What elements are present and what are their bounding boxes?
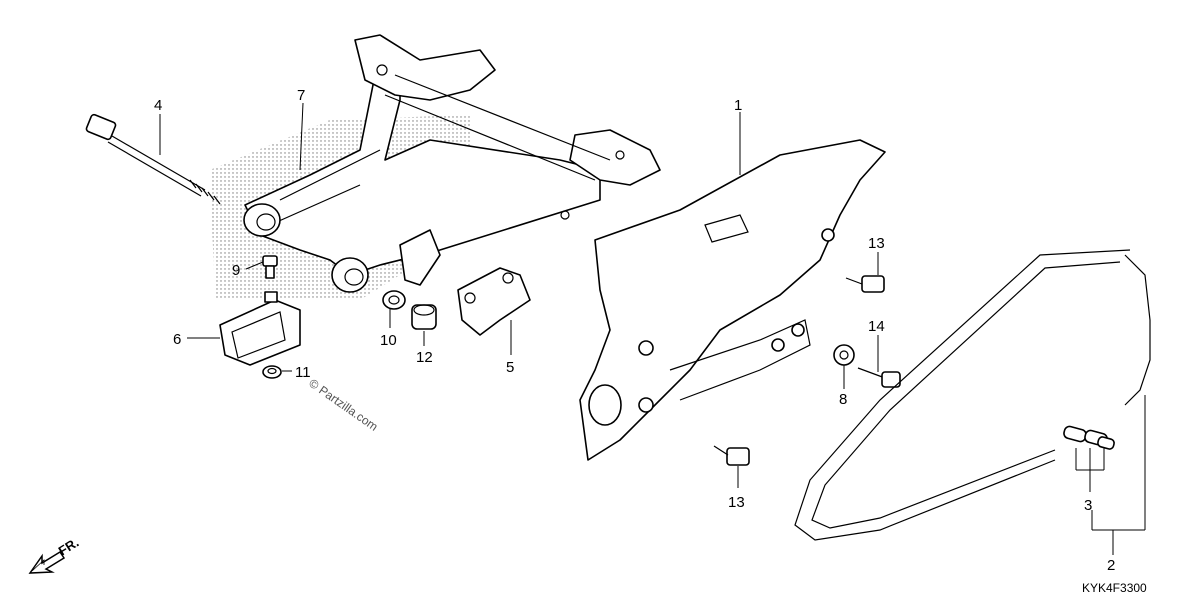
callout-14[interactable]: 14 — [868, 318, 885, 335]
front-direction-arrow-icon — [28, 550, 66, 574]
callout-1[interactable]: 1 — [734, 97, 742, 114]
callout-7[interactable]: 7 — [297, 87, 305, 104]
leader-lines — [159, 102, 1146, 555]
nut-11[interactable] — [262, 365, 282, 379]
callout-13-upper[interactable]: 13 — [868, 235, 885, 252]
bolt-9[interactable] — [262, 255, 278, 279]
callout-10[interactable]: 10 — [380, 332, 397, 349]
swingarm[interactable] — [243, 34, 661, 293]
callout-11[interactable]: 11 — [295, 364, 311, 381]
pivot-bolt[interactable] — [85, 113, 221, 205]
chain-guide-bracket-5[interactable] — [457, 267, 531, 336]
bolt-14[interactable] — [857, 367, 901, 388]
washer-8[interactable] — [833, 344, 855, 366]
callout-4[interactable]: 4 — [154, 97, 162, 114]
nut-12[interactable] — [411, 304, 437, 330]
master-link-3[interactable] — [1063, 425, 1115, 450]
diagram-code: KYK4F3300 — [1082, 581, 1147, 595]
callout-5[interactable]: 5 — [506, 359, 514, 376]
callout-3[interactable]: 3 — [1084, 497, 1092, 514]
callout-6[interactable]: 6 — [173, 331, 181, 348]
washer-10[interactable] — [382, 290, 406, 310]
chain-case[interactable] — [579, 139, 886, 461]
callout-13-lower[interactable]: 13 — [728, 494, 745, 511]
bolt-13-lower[interactable] — [713, 445, 750, 466]
drive-chain[interactable] — [794, 249, 1151, 541]
chain-guide-6[interactable] — [219, 291, 301, 366]
bolt-13-upper[interactable] — [845, 275, 885, 293]
callout-2[interactable]: 2 — [1107, 557, 1115, 574]
callout-12[interactable]: 12 — [416, 349, 433, 366]
callout-8[interactable]: 8 — [839, 391, 847, 408]
watermark: © Partzilla.com — [306, 376, 380, 434]
callout-9[interactable]: 9 — [232, 262, 240, 279]
